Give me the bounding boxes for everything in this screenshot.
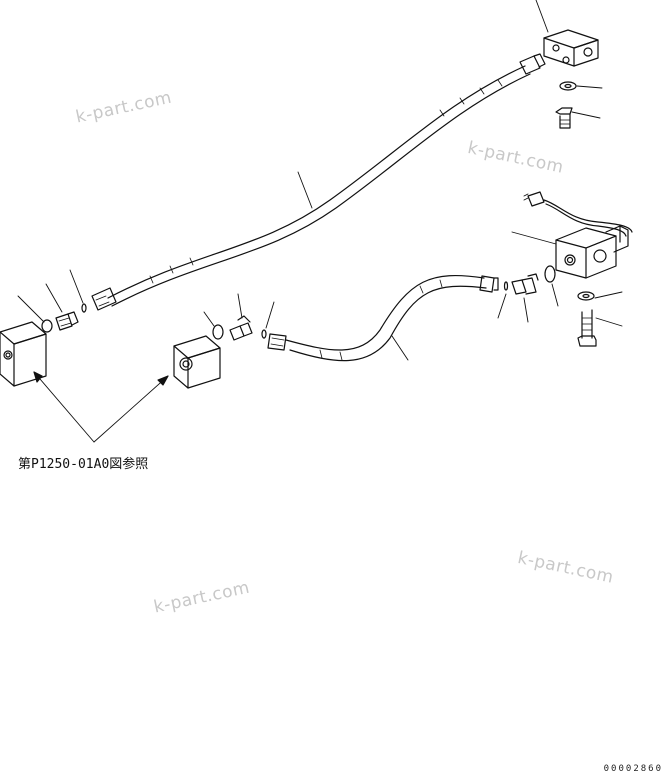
o-ring-middle-2: [261, 329, 267, 339]
elbow-fitting-middle-leader: [237, 293, 243, 319]
o-ring-left-2: [81, 303, 87, 313]
washer-upper: [559, 81, 577, 91]
elbow-fitting-right: [511, 273, 539, 295]
cylinder-block-left: [0, 321, 47, 387]
o-ring-right-leader: [551, 283, 559, 307]
o-ring-right-small: [503, 281, 509, 291]
o-ring-left-1: [41, 319, 53, 333]
upper-hose-leader: [297, 171, 313, 209]
elbow-fitting-middle: [229, 315, 253, 341]
lower-hose-end-left: [267, 333, 287, 351]
o-ring-middle-1-leader: [203, 311, 215, 327]
upper-hose-end-left: [91, 287, 117, 311]
lower-hose-leader: [391, 335, 409, 361]
reference-note: 第P1250-01A0図参照: [18, 457, 149, 472]
o-ring-middle-2-leader: [265, 301, 275, 329]
elbow-fitting-right-leader: [523, 297, 529, 323]
bolt-lower: [577, 309, 597, 347]
bolt-upper-leader: [571, 111, 601, 119]
bolt-lower-leader: [595, 317, 623, 327]
washer-lower: [577, 291, 595, 301]
lower-hose-end-right: [479, 275, 499, 293]
document-number: 00002860: [603, 764, 663, 774]
lower-hose: [285, 275, 487, 362]
o-ring-middle-1: [212, 324, 224, 340]
washer-upper-leader: [576, 85, 603, 89]
cylinder-block-center: [173, 335, 221, 389]
o-ring-right: [544, 265, 556, 283]
solenoid-valve-block-leader: [511, 231, 557, 245]
bolt-upper: [555, 107, 573, 129]
upper-hose: [107, 65, 531, 307]
reference-arrows: [33, 371, 169, 443]
upper-hose-end-right: [519, 53, 546, 75]
o-ring-left-2-leader: [69, 269, 84, 304]
elbow-fitting-left: [55, 311, 79, 331]
solenoid-valve-block: [555, 225, 629, 279]
valve-block-upper-leader: [535, 0, 549, 33]
valve-block-upper: [543, 29, 599, 67]
o-ring-left-1-leader: [17, 295, 45, 323]
washer-lower-leader: [594, 291, 623, 299]
connector-wire: [523, 191, 633, 237]
elbow-fitting-left-leader: [45, 283, 63, 313]
o-ring-right-small-leader: [497, 293, 507, 319]
